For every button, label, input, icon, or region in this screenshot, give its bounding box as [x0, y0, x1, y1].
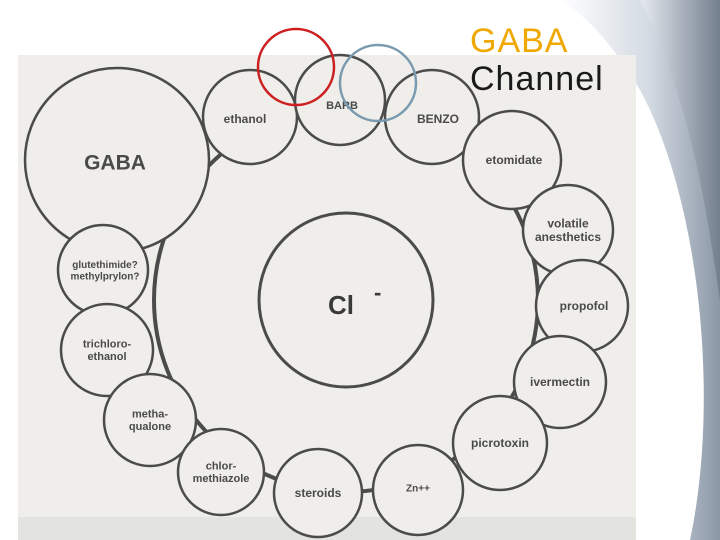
chloride-label: Cl: [328, 290, 354, 320]
binding-site-circle: [451, 394, 549, 492]
binding-site-label: BENZO: [417, 112, 459, 126]
binding-site-label: GABA: [84, 151, 146, 174]
title-line-gaba: GABA: [470, 22, 569, 60]
binding-site-ethanol: ethanol: [201, 68, 299, 166]
binding-site-circle: [461, 109, 563, 211]
binding-site-circle: [293, 53, 387, 147]
binding-site-circle: [383, 68, 481, 166]
background-swoosh: [640, 0, 720, 300]
binding-site-steroids: steroids: [272, 447, 364, 539]
slide-title: GABA Channel: [470, 22, 604, 98]
binding-site-circle: [59, 302, 155, 398]
binding-site-label: chlor-: [206, 461, 237, 473]
binding-site-glutethimide: glutethimide?methylprylon?: [56, 223, 150, 317]
binding-site-methaqualone: metha-qualone: [102, 372, 198, 468]
binding-site-circle: [272, 447, 364, 539]
binding-site-label: methylprylon?: [71, 271, 140, 282]
binding-site-chlormethiazole: chlor-methiazole: [176, 427, 266, 517]
binding-site-label: volatile: [547, 216, 589, 230]
binding-site-label: ethanol: [87, 351, 126, 363]
binding-site-trichloroethanol: trichloro-ethanol: [59, 302, 155, 398]
binding-site-zinc: Zn++: [371, 443, 465, 537]
binding-site-label: ivermectin: [530, 375, 590, 389]
binding-site-label: ethanol: [224, 112, 267, 126]
binding-site-gaba: GABA: [23, 66, 211, 254]
barb-highlight-ring: [256, 27, 336, 107]
binding-site-picrotoxin: picrotoxin: [451, 394, 549, 492]
binding-site-ivermectin: ivermectin: [512, 334, 608, 430]
binding-site-label: metha-: [132, 409, 168, 421]
binding-site-label: picrotoxin: [471, 436, 529, 450]
binding-site-benzo: BENZO: [383, 68, 481, 166]
binding-site-etomidate: etomidate: [461, 109, 563, 211]
binding-site-circle: [102, 372, 198, 468]
binding-site-barb: BARB: [293, 53, 387, 147]
background-swoosh: [560, 0, 720, 540]
chloride-charge-label: -: [374, 280, 381, 305]
binding-site-circle: [512, 334, 608, 430]
binding-site-label: qualone: [129, 421, 171, 433]
binding-site-label: trichloro-: [83, 339, 132, 351]
binding-site-circle: [371, 443, 465, 537]
chloride-pore: [257, 211, 435, 389]
benzo-highlight-ring: [338, 43, 418, 123]
binding-site-circle: [176, 427, 266, 517]
binding-site-label: glutethimide?: [72, 260, 138, 271]
binding-site-label: methiazole: [193, 473, 250, 485]
binding-site-label: anesthetics: [535, 230, 601, 244]
binding-site-label: steroids: [295, 486, 342, 500]
binding-site-propofol: propofol: [534, 258, 630, 354]
binding-site-label: BARB: [326, 100, 358, 112]
binding-site-label: propofol: [560, 299, 609, 313]
title-line-channel: Channel: [470, 60, 604, 98]
binding-site-label: Zn++: [406, 484, 430, 495]
binding-site-label: etomidate: [486, 153, 543, 167]
